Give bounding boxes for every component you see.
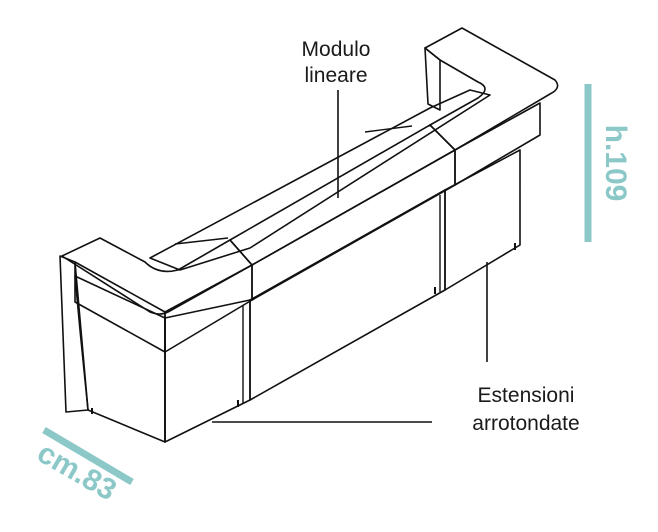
inner-worktop: [149, 89, 491, 271]
right-cabinet-front: [444, 149, 521, 291]
right-extension-top: [424, 27, 559, 151]
depth-dimension-bar: [42, 426, 134, 486]
middle-cabinet-front: [249, 189, 446, 401]
callout-module-line2: lineare: [304, 64, 367, 87]
right-end-panel: [424, 47, 441, 111]
depth-dimension: cm.83: [32, 426, 134, 507]
linear-module-front: [251, 149, 456, 301]
linear-module-top: [229, 124, 456, 266]
height-dimension: h.109: [584, 84, 632, 242]
desk-body: [59, 149, 521, 443]
height-dimension-label: h.109: [599, 125, 632, 202]
left-cabinet-side: [74, 275, 166, 443]
callout-extension-line2: arrotondate: [472, 412, 579, 435]
linear-module: [229, 124, 456, 301]
callout-module-line1: Modulo: [302, 38, 371, 61]
back-worktop: [149, 89, 491, 271]
left-rounded-extension: [61, 237, 253, 353]
left-extension-front-side: [74, 261, 166, 353]
left-cabinet-front: [164, 299, 251, 443]
right-rounded-extension: [424, 27, 559, 186]
left-extension-front: [164, 264, 253, 353]
callout-extension-line1: Estensioni: [478, 384, 575, 407]
right-extension-front: [454, 102, 541, 186]
callout-rounded-extensions: Estensioni arrotondate: [212, 262, 580, 435]
left-extension-top: [61, 237, 253, 315]
callout-linear-module: Modulo lineare: [302, 38, 371, 198]
